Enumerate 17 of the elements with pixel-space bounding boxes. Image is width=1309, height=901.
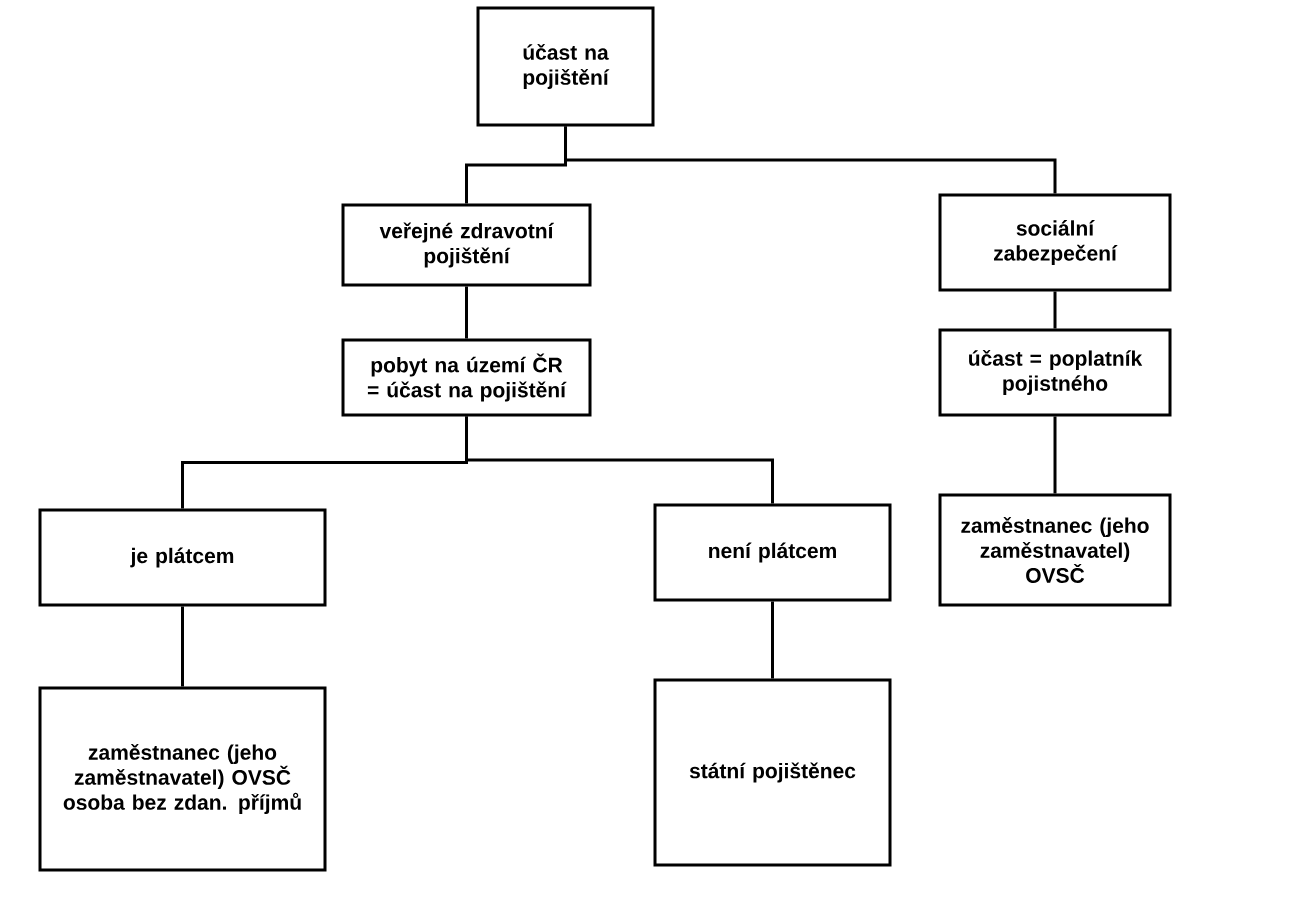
connector-line	[465, 286, 468, 339]
connector-line	[1053, 416, 1057, 494]
box: státní pojištěnec	[653, 678, 892, 867]
connector-line	[771, 601, 774, 679]
box: sociální zabezpečení	[938, 193, 1172, 292]
box: účast na pojištění	[476, 6, 655, 127]
box: účast = poplatník pojistného	[938, 328, 1172, 417]
box: pobyt na území ČR = účast na pojištění	[341, 338, 592, 417]
box: je plátcem	[38, 508, 327, 607]
connector-line	[1053, 291, 1057, 329]
box: není plátcem	[653, 503, 892, 602]
box: zaměstnanec (jeho zaměstnavatel) OVSČ osoba bez zdan. příjmů	[38, 686, 327, 872]
box: veřejné zdravotní pojištění	[341, 203, 592, 287]
connector-line	[564, 126, 1057, 194]
box: zaměstnanec (jeho zaměstnavatel) OVSČ	[938, 493, 1172, 607]
connector-line	[181, 606, 184, 687]
connector-line	[465, 416, 774, 504]
